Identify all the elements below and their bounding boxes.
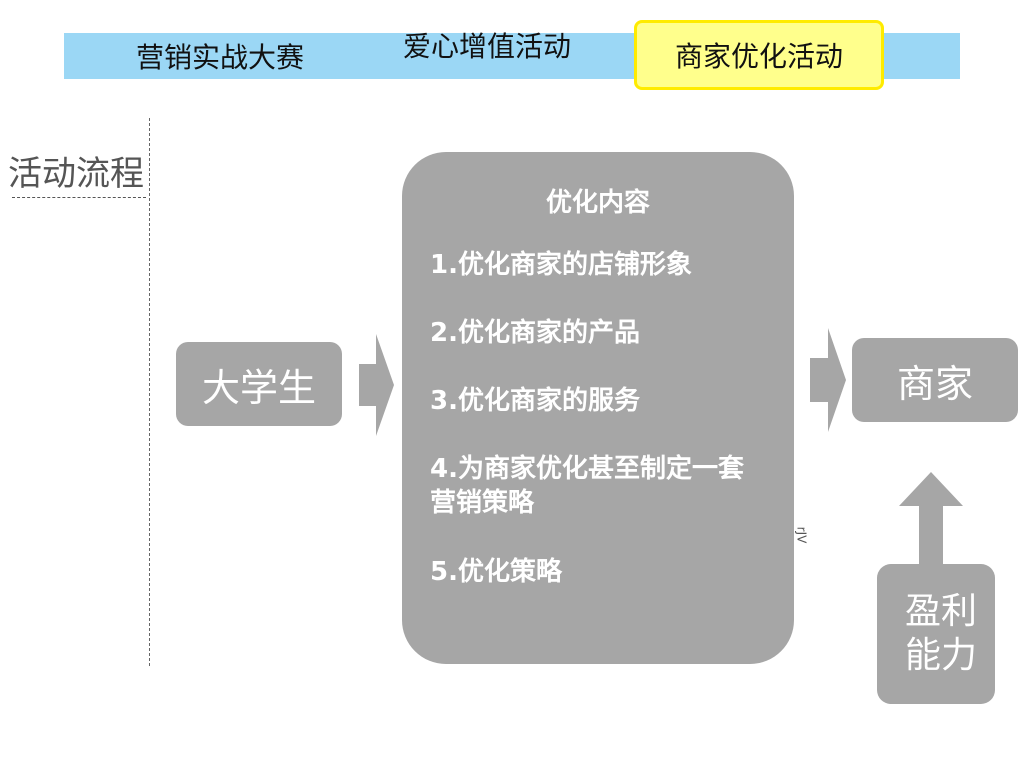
merchant-box: 商家 — [852, 338, 1018, 422]
divider-line — [149, 118, 150, 666]
content-item: 2.优化商家的产品 — [430, 318, 640, 348]
note-text: rJV — [794, 526, 809, 544]
section-title: 活动流程 — [8, 154, 144, 194]
optimization-content-box: 优化内容 1.优化商家的店铺形象 2.优化商家的产品 3.优化商家的服务 4.为… — [402, 152, 794, 664]
arrow-up-icon — [899, 472, 963, 564]
tab-label: 营销实战大赛 — [135, 41, 304, 74]
arrow-right-icon — [810, 328, 846, 432]
arrow-right-icon — [359, 334, 394, 436]
content-title: 优化内容 — [545, 188, 650, 218]
tab-label: 爱心增值活动 — [402, 30, 571, 63]
content-item: 5.优化策略 — [430, 557, 562, 587]
student-label: 大学生 — [201, 365, 316, 410]
tab-charity-activity[interactable]: 爱心增值活动 — [390, 22, 584, 68]
profit-label: 盈利能力 — [904, 591, 977, 676]
tab-merchant-optimization[interactable]: 商家优化活动 — [634, 20, 884, 90]
tab-label: 商家优化活动 — [674, 40, 843, 73]
merchant-label: 商家 — [896, 361, 973, 406]
student-box: 大学生 — [176, 342, 342, 426]
tab-marketing-contest[interactable]: 营销实战大赛 — [120, 33, 320, 79]
title-underline — [12, 197, 146, 198]
content-item: 3.优化商家的服务 — [430, 386, 640, 416]
content-item: 4.为商家优化甚至制定一套营销策略 — [430, 454, 744, 518]
profit-ability-box: 盈利能力 — [877, 564, 995, 704]
content-item: 1.优化商家的店铺形象 — [430, 250, 692, 280]
